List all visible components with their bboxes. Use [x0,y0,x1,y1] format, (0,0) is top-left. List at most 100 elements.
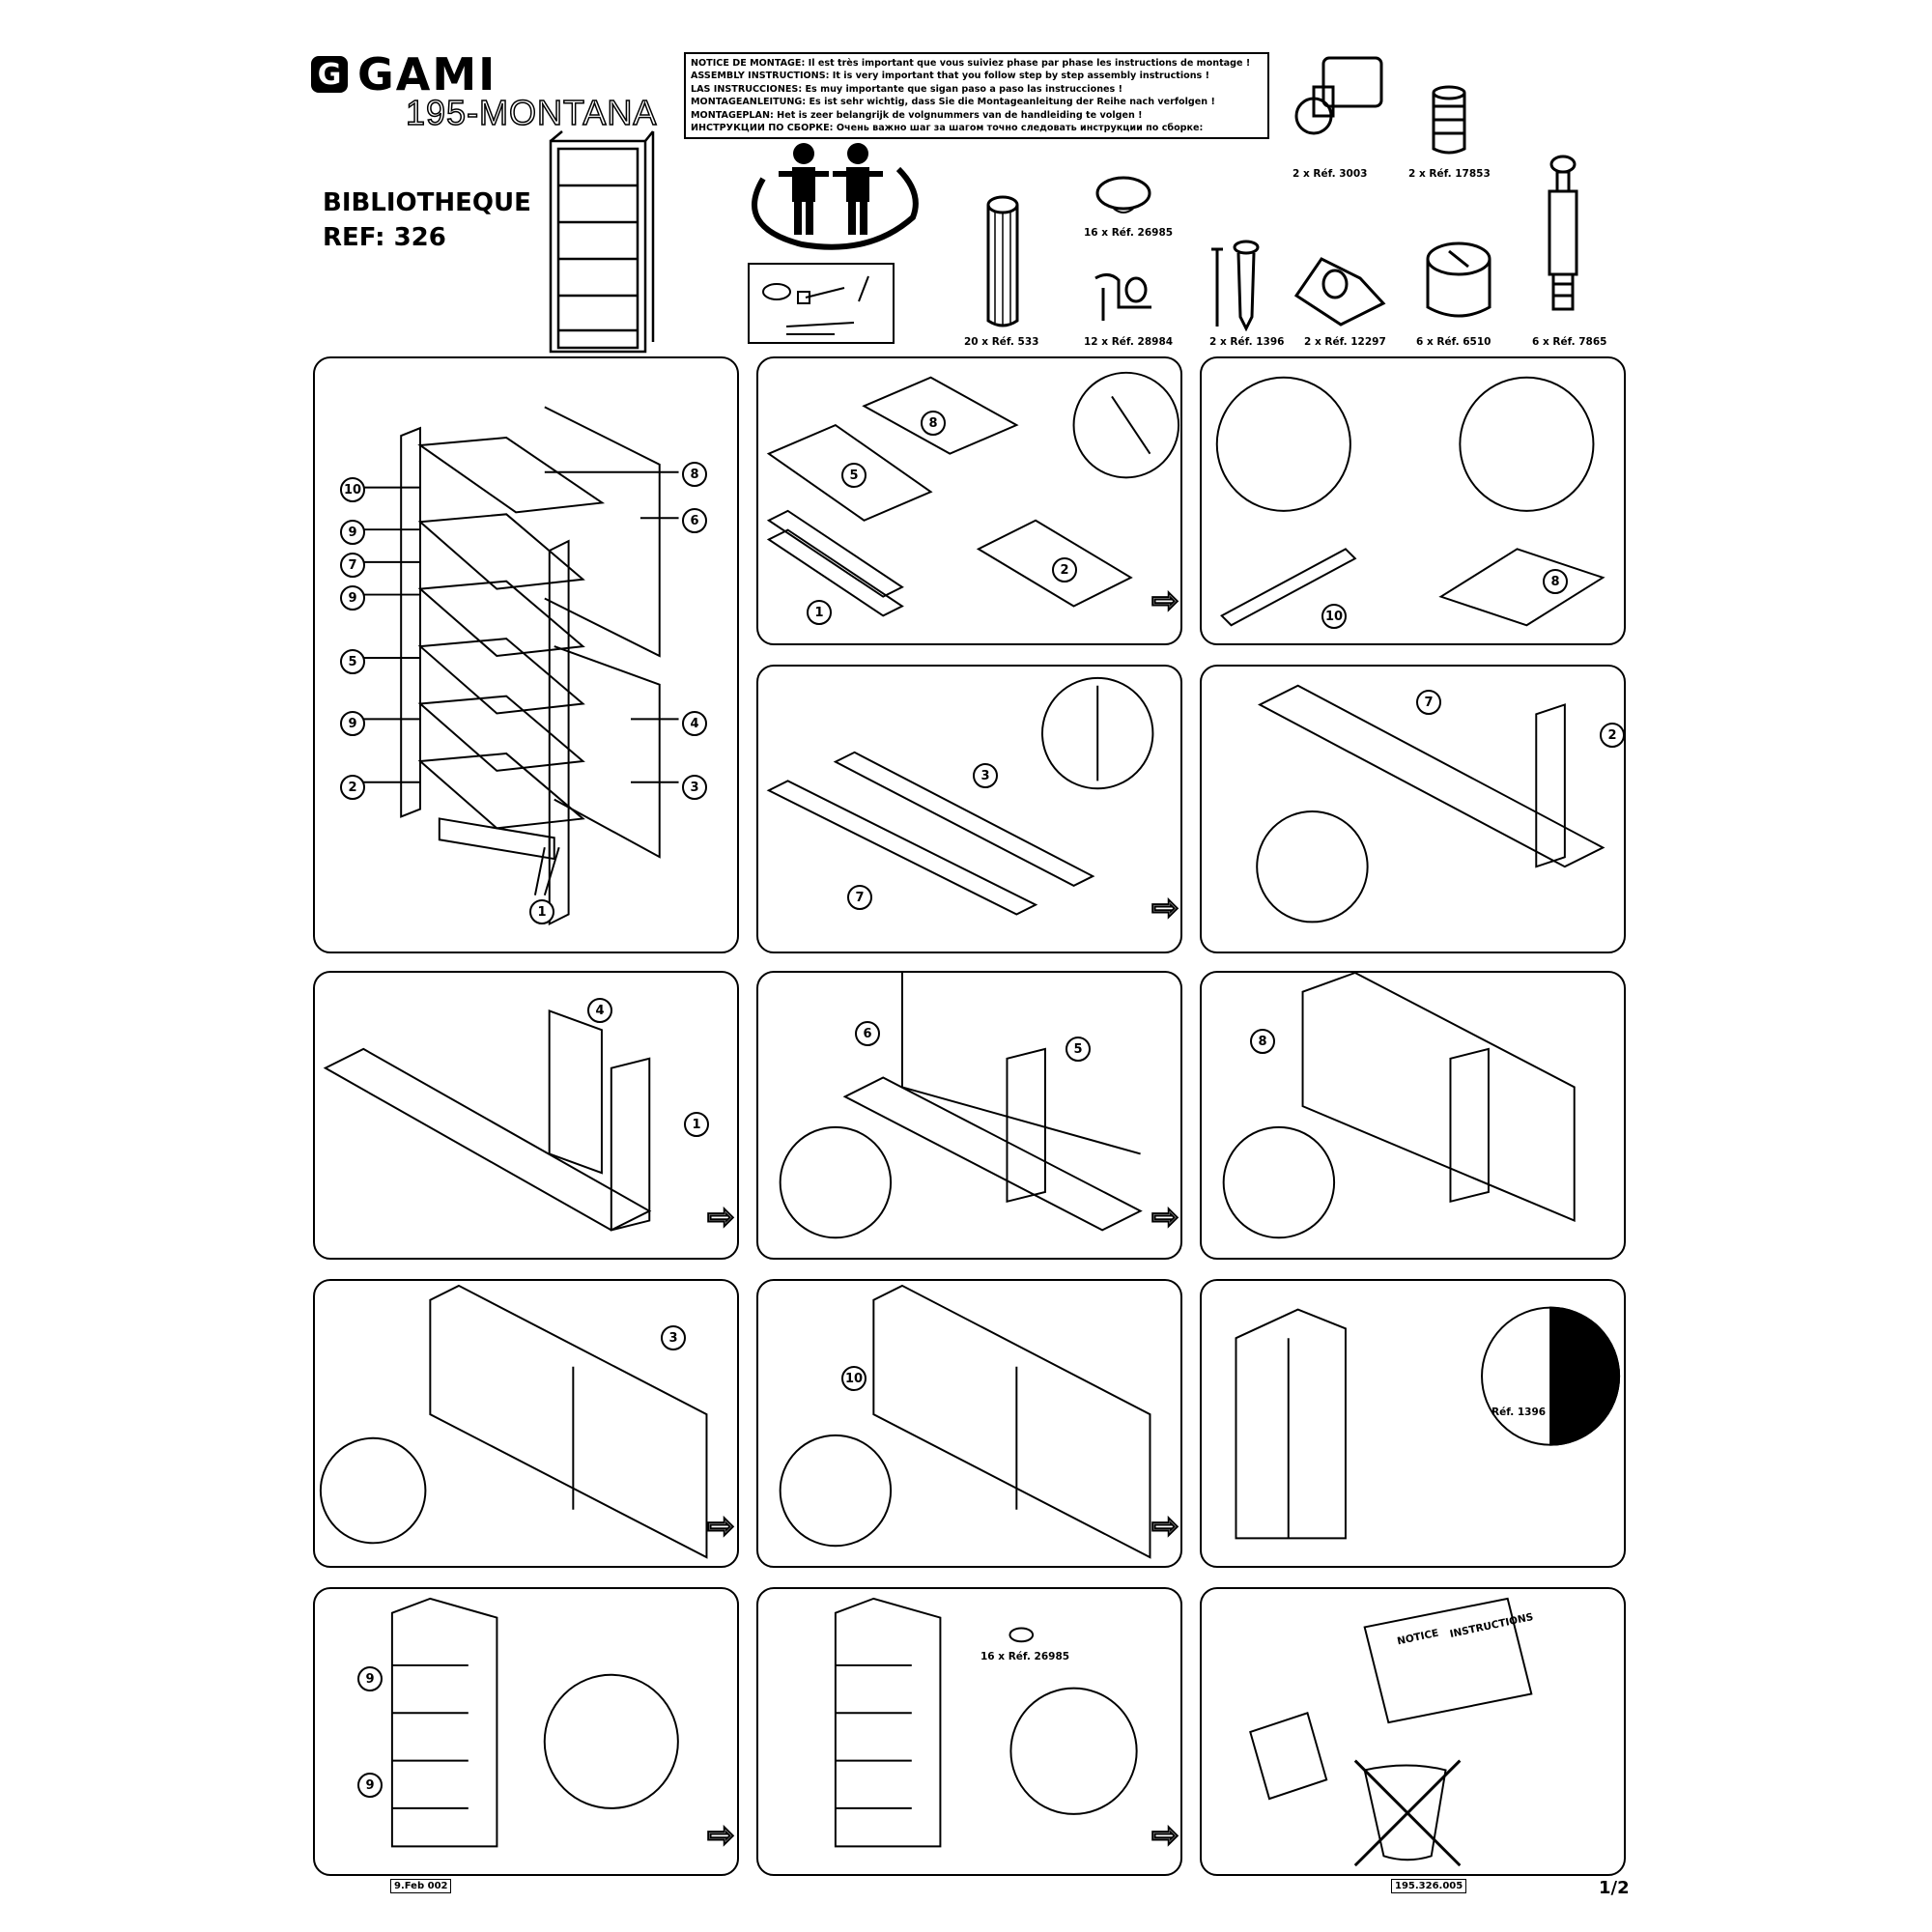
part-label: 16 x Réf. 26985 [1084,227,1174,239]
part-label: 2 x Réf. 3003 [1293,168,1368,180]
step-13-drawing-icon [834,1597,1138,1848]
callout: 2 [1600,723,1624,748]
next-step-arrow-icon: ⇨ [1151,581,1179,621]
step-12-drawing-icon [390,1597,679,1848]
callout: 8 [1250,1029,1275,1054]
callout: 7 [340,553,365,578]
connector-bolt-icon [1548,155,1578,311]
notice-fr: NOTICE DE MONTAGE: Il est très important… [691,58,1251,69]
step-11-drawing-icon [1235,1306,1621,1540]
insert-nut-icon [1432,85,1466,155]
notice-de: MONTAGEANLEITUNG: Es ist sehr wichtig, d… [691,97,1215,108]
callout: 6 [855,1021,880,1046]
step-1-exploded-view: 10 9 7 9 5 9 2 8 6 4 3 1 [313,356,739,953]
callout: 9 [340,711,365,736]
logo-text: GAMI [357,48,497,100]
two-persons-icon [752,143,919,250]
callout: 10 [841,1366,867,1391]
model-name: 195-MONTANA [405,92,658,133]
callout: 1 [807,600,832,625]
product-ref: REF: 326 [323,223,446,252]
part-label: 12 x Réf. 28984 [1084,336,1174,348]
callout: 8 [682,462,707,487]
part-label: 2 x Réf. 1396 [1209,336,1285,348]
screw-icon [1211,240,1260,331]
step-8-drawing-icon [1222,973,1576,1239]
step-3-drawing-icon [1215,376,1605,627]
next-step-arrow-icon: ⇨ [1151,1815,1179,1856]
notice-nl: MONTAGEPLAN: Het is zeer belangrijk de v… [691,109,1143,121]
callout: 3 [661,1325,686,1350]
next-step-arrow-icon: ⇨ [706,1506,735,1547]
step-2-drawing-icon [766,371,1180,617]
tools-icon [748,263,895,344]
callout: 2 [340,775,365,800]
part-label: 6 x Réf. 6510 [1416,336,1492,348]
assembly-notice: NOTICE DE MONTAGE: Il est très important… [684,52,1269,140]
step-5-drawing-icon [1256,684,1605,923]
page-number: 1/2 [1599,1878,1630,1898]
step-11: Réf. 1396 [1200,1279,1626,1568]
callout: 8 [1543,569,1568,594]
footer-code: 195.326.005 [1391,1879,1467,1893]
step-4-drawing-icon [766,676,1154,916]
product-type: BIBLIOTHEQUE [323,188,531,217]
step-9: 3 [313,1279,739,1568]
step-14-keep-instructions: NOTICE INSTRUCTIONS [1200,1587,1626,1876]
notice-es: LAS INSTRUCCIONES: Es muy importante que… [691,83,1122,95]
cover-cap-icon [1095,176,1151,213]
callout: 9 [357,1773,383,1798]
step-13: 16 x Réf. 26985 [756,1587,1182,1876]
part-label: 6 x Réf. 7865 [1532,336,1607,348]
step-9-drawing-icon [319,1284,708,1559]
callout: 9 [357,1666,383,1691]
callout: 6 [682,508,707,533]
callout: 2 [1052,557,1077,582]
gami-logo: G GAMI [311,48,497,100]
callout: 1 [684,1112,709,1137]
instructions-and-bin-icon [1249,1597,1533,1867]
next-step-arrow-icon: ⇨ [1151,1506,1179,1547]
step-5: 7 2 [1200,665,1626,953]
footer-date: 9.Feb 002 [390,1879,452,1893]
callout: 3 [973,763,998,788]
callout: 10 [1321,604,1347,629]
part-label: 20 x Réf. 533 [964,336,1039,348]
step-6-drawing-icon [323,1009,652,1232]
step-12: 9 9 [313,1587,739,1876]
shelf-support-icon [1094,273,1151,321]
product-info: BIBLIOTHEQUE REF: 326 [323,185,531,255]
step-7-drawing-icon [779,973,1143,1239]
cam-bolt-icon [1294,56,1383,135]
callout: 9 [340,585,365,611]
step-6: 4 1 [313,971,739,1260]
callout: 5 [841,463,867,488]
callout: 10 [340,477,365,502]
next-step-arrow-icon: ⇨ [1151,1197,1179,1237]
callout: 3 [682,775,707,800]
step-3: 10 8 [1200,356,1626,645]
callout: 5 [340,649,365,674]
part-label: 2 x Réf. 17853 [1408,168,1491,180]
step-4: 3 7 [756,665,1182,953]
callout: 7 [847,885,872,910]
step-10-drawing-icon [779,1284,1151,1559]
cover-cap-ref-label: 16 x Réf. 26985 [980,1651,1070,1662]
callout: 5 [1065,1037,1091,1062]
notice-en: ASSEMBLY INSTRUCTIONS: It is very import… [691,71,1209,82]
callout: 4 [682,711,707,736]
part-label: 2 x Réf. 12297 [1304,336,1386,348]
step-8: 8 [1200,971,1626,1260]
notice-ru: ИНСТРУКЦИИ ПО СБОРКЕ: Очень важно шаг за… [691,123,1204,134]
callout: 1 [529,899,554,924]
step-10: 10 [756,1279,1182,1568]
step-2: 8 5 1 2 [756,356,1182,645]
callout: 4 [587,998,612,1023]
screw-ref-label: Réf. 1396 [1492,1406,1547,1418]
dowel-icon [986,195,1019,327]
next-step-arrow-icon: ⇨ [1151,888,1179,928]
cam-lock-icon [1426,242,1492,318]
next-step-arrow-icon: ⇨ [706,1815,735,1856]
logo-mark: G [311,56,348,93]
bookcase-thumbnail-icon [549,130,655,354]
